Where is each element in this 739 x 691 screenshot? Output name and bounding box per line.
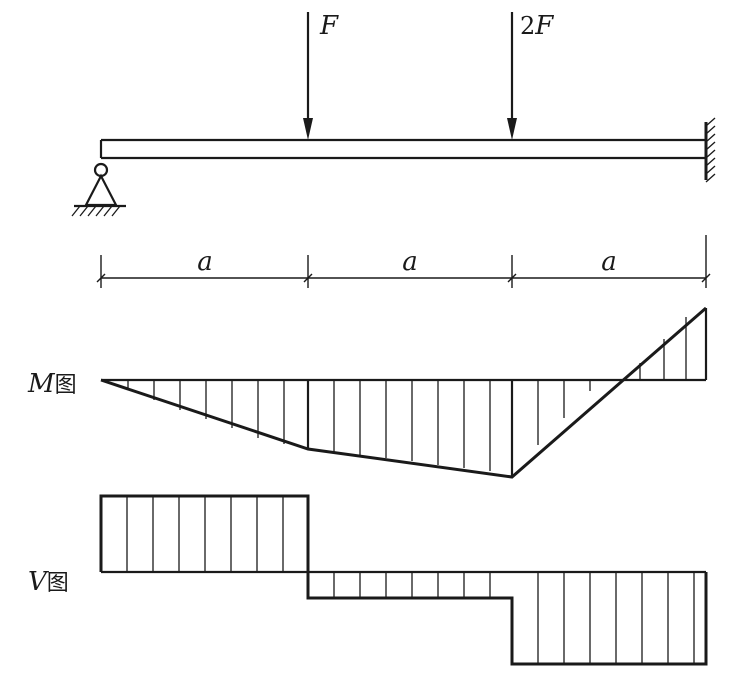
shear-outline [99,494,708,666]
fixed-support-icon [704,117,716,183]
load-label-2f: 2F [520,11,554,41]
moment-diagram-label: M图 [27,369,77,399]
dimension-label-3: a [601,247,617,277]
shear-diagram-label: V图 [28,567,69,597]
moment-curve [100,306,708,479]
shear-hatching [126,496,695,664]
load-arrow-f [303,12,313,140]
dimension-label-2: a [402,247,418,277]
beam [99,138,706,160]
dimension-line [96,235,711,288]
pin-support-icon [71,162,126,217]
moment-hatching [127,317,687,471]
load-label-f: F [319,11,339,41]
dimension-label-1: a [197,247,213,277]
load-arrow-2f [507,12,517,140]
